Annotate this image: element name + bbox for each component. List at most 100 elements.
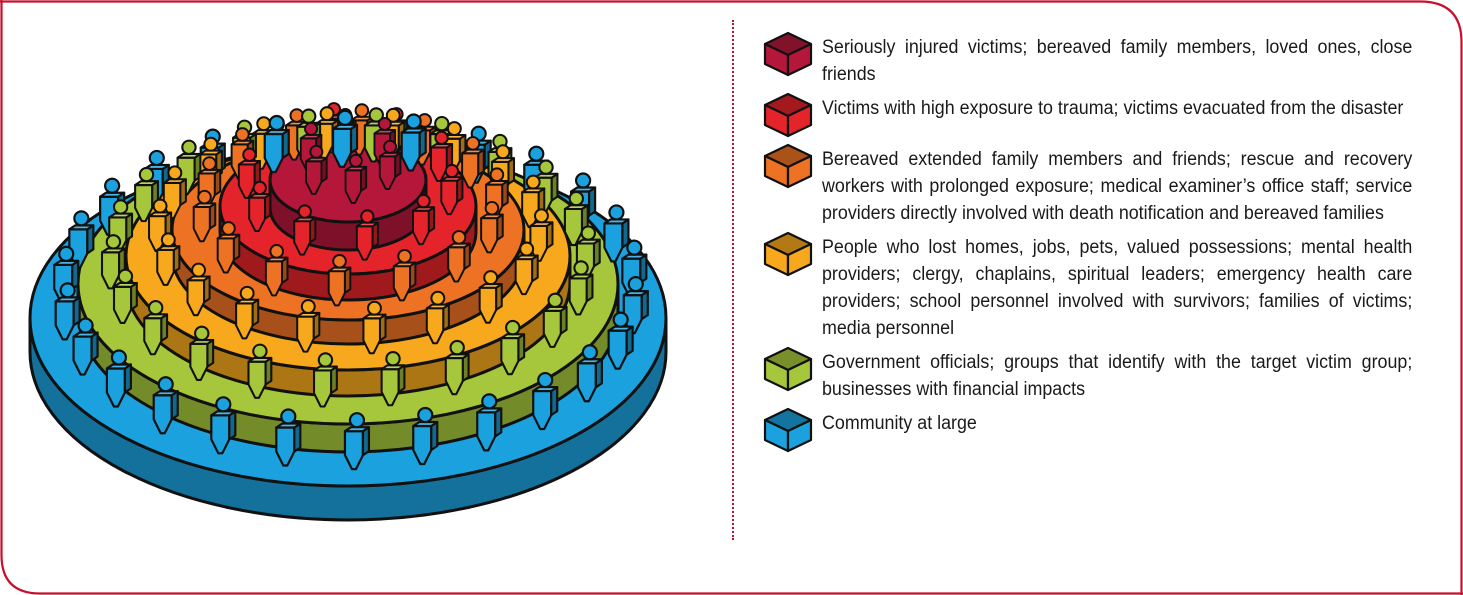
- person-head: [397, 249, 412, 264]
- person-shoulders: [189, 338, 215, 345]
- person-head: [626, 239, 643, 256]
- person-head: [203, 136, 219, 152]
- person-shoulders: [197, 168, 222, 175]
- person-figure: [152, 376, 179, 435]
- person-head: [112, 199, 129, 215]
- person-shoulders: [312, 365, 338, 372]
- person-head: [533, 208, 549, 224]
- person-figure: [412, 406, 439, 466]
- person-shoulders: [162, 178, 187, 184]
- person-shoulders: [53, 259, 80, 267]
- person-head: [117, 268, 134, 285]
- person-shoulders: [622, 289, 649, 297]
- person-shoulders: [99, 191, 126, 198]
- person-figure: [568, 260, 594, 316]
- crimson-cube-icon: [763, 31, 813, 77]
- person-head: [280, 408, 297, 425]
- person-head: [157, 376, 174, 393]
- person-figure: [162, 165, 187, 219]
- person-head: [194, 325, 210, 342]
- person-shoulders: [210, 410, 237, 417]
- person-shoulders: [264, 256, 289, 263]
- person-head: [377, 116, 392, 131]
- person-shoulders: [305, 156, 328, 163]
- person-head: [451, 230, 467, 245]
- person-shoulders: [54, 296, 81, 303]
- person-head: [297, 204, 312, 219]
- person-shoulders: [380, 364, 406, 371]
- person-shoulders: [192, 202, 217, 208]
- person-head: [465, 136, 481, 151]
- person-figure: [247, 343, 273, 399]
- person-shoulders: [568, 273, 594, 280]
- dotted-divider: [732, 20, 734, 540]
- person-shoulders: [230, 139, 255, 146]
- person-shoulders: [425, 303, 450, 310]
- person-shoulders: [514, 254, 539, 261]
- person-shoulders: [607, 325, 634, 332]
- person-head: [235, 127, 250, 142]
- person-figure: [72, 317, 99, 376]
- person-head: [332, 253, 347, 269]
- person-head: [105, 234, 122, 250]
- impact-rings-diagram: [28, 102, 668, 522]
- person-head: [300, 299, 316, 314]
- person-shoulders: [412, 420, 439, 428]
- person-shoulders: [293, 216, 317, 223]
- person-figure: [192, 189, 217, 243]
- person-figure: [607, 311, 634, 370]
- person-shoulders: [447, 242, 471, 249]
- person-head: [368, 107, 384, 123]
- person-figure: [264, 244, 289, 297]
- person-head: [444, 163, 460, 179]
- person-shoulders: [373, 129, 397, 135]
- legend-item-high-exposure: Victims with high exposure to trauma; vi…: [760, 92, 1450, 139]
- person-head: [336, 109, 354, 126]
- person-shoulders: [344, 165, 368, 172]
- person-head: [528, 145, 545, 162]
- person-figure: [542, 292, 568, 348]
- cube-right-face: [786, 357, 813, 392]
- cube-right-face: [786, 42, 813, 77]
- person-shoulders: [576, 358, 603, 365]
- person-figure: [293, 204, 317, 256]
- legend-label-lost-homes: People who lost homes, jobs, pets, value…: [822, 237, 1413, 339]
- person-head: [73, 210, 90, 227]
- person-figure: [563, 190, 589, 247]
- person-head: [348, 412, 366, 429]
- person-shoulders: [362, 313, 387, 320]
- person-shoulders: [143, 313, 169, 320]
- person-head: [495, 144, 511, 160]
- person-head: [519, 241, 535, 257]
- person-shoulders: [263, 128, 290, 136]
- person-shoulders: [533, 172, 559, 179]
- person-figure: [248, 180, 272, 233]
- person-figure: [514, 241, 539, 296]
- person-figure: [186, 262, 211, 317]
- person-figure: [440, 163, 464, 216]
- person-head: [152, 198, 168, 214]
- person-figure: [380, 350, 406, 407]
- person-head: [434, 115, 450, 132]
- person-head: [608, 204, 625, 221]
- person-head: [317, 352, 334, 368]
- person-head: [147, 300, 164, 316]
- person-shoulders: [299, 133, 323, 140]
- legend-label-community: Community at large: [822, 413, 977, 434]
- person-shoulders: [532, 385, 559, 393]
- person-shoulders: [412, 206, 436, 212]
- person-head: [547, 292, 563, 309]
- red-cube-icon: [763, 92, 813, 138]
- person-head: [416, 193, 431, 209]
- person-shoulders: [378, 151, 402, 158]
- person-figure: [143, 300, 169, 356]
- person-figure: [54, 282, 81, 341]
- person-figure: [425, 290, 450, 345]
- person-shoulders: [235, 298, 260, 305]
- person-figure: [412, 193, 436, 246]
- person-head: [538, 159, 554, 175]
- person-shoulders: [72, 331, 99, 338]
- legend-item-extended-family: Bereaved extended family members and fri…: [760, 143, 1450, 227]
- person-figure: [532, 371, 559, 431]
